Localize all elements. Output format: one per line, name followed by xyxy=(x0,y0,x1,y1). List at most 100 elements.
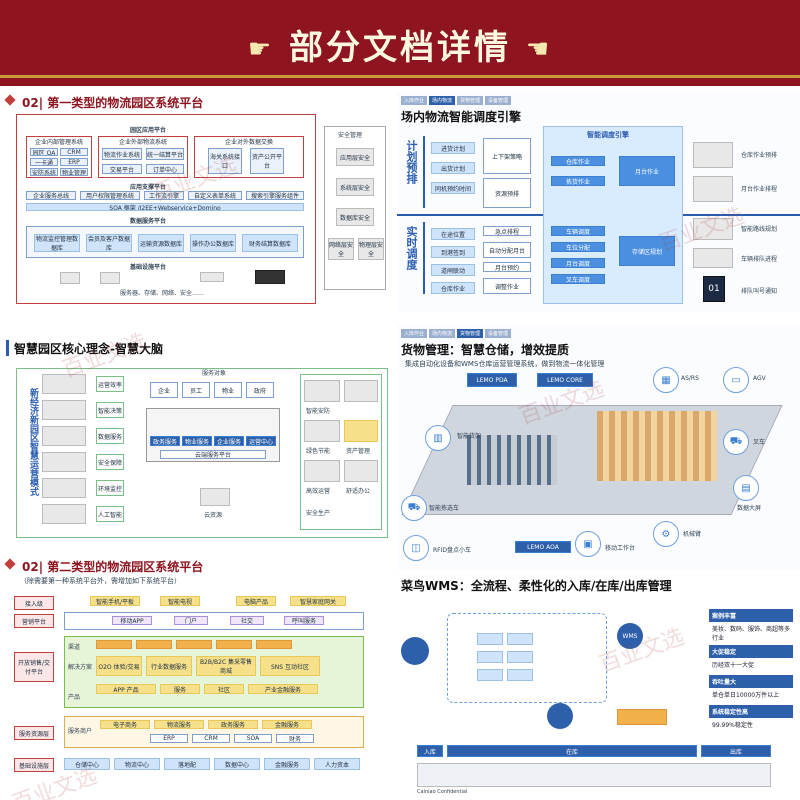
stat-heading: 吞吐量大 xyxy=(709,675,793,688)
preview-page-3[interactable]: 智慧园区核心理念-智慧大脑 新经济新园区智慧运营模式 运营效率 智能决策 数据服… xyxy=(0,328,394,546)
tab-label: 货物管理 xyxy=(457,329,484,338)
storage-icon xyxy=(100,272,120,284)
preview-page-6[interactable]: 菜鸟WMS：全流程、柔性化的入库/在库/出库管理 WMS 案例丰富 美妆、数码、… xyxy=(397,573,800,800)
section-label: 计划预排 xyxy=(405,140,418,184)
preview-page-2[interactable]: 入库作业 场内物流 货物管理 设备管理 场内物流智能调度引擎 计划预排 实时调度… xyxy=(397,92,800,312)
app-item: 订单中心 xyxy=(146,164,184,174)
right-item: 绿色节能 xyxy=(306,448,331,455)
package-icon xyxy=(617,709,667,725)
flow-stage: 入库 xyxy=(417,745,443,757)
server-icon xyxy=(60,272,80,284)
app-item: 物流作业系统 xyxy=(102,148,142,160)
callout-label: AS/RS xyxy=(681,375,699,382)
app-item: 物业管理 xyxy=(60,168,88,176)
section-tabs: 入库作业 场内物流 货物管理 设备管理 xyxy=(401,96,512,105)
right-item: 智能安防 xyxy=(306,408,331,415)
access-item: 电脑产品 xyxy=(236,596,276,606)
photo-thumbnail xyxy=(42,426,86,446)
shelf-icon: ▥ xyxy=(425,425,451,451)
photo-thumbnail xyxy=(344,380,378,402)
footer-text: Cainiao Confidential xyxy=(417,789,468,795)
security-item: 系统层安全 xyxy=(336,178,374,196)
database-item: 财务结算数据库 xyxy=(242,234,298,252)
photo-thumbnail xyxy=(344,420,378,442)
stat-block: 吞吐量大 单仓单日10000万件以上 xyxy=(709,675,793,701)
center-top-item: 政府 xyxy=(246,382,274,398)
row-label: 渠道 xyxy=(68,644,81,651)
platform-frame xyxy=(16,114,316,304)
header-banner: ☛ 部分文档详情 ☚ xyxy=(0,0,800,86)
soa-bar: SOA 框架 /J2EE+Webservice+Domino xyxy=(26,203,304,211)
right-item: 月台作业排程 xyxy=(741,186,778,193)
support-item: 自定义表单系统 xyxy=(188,191,242,200)
engine-item: 月台作业 xyxy=(619,156,675,186)
left-label: 营销平台 xyxy=(14,614,54,628)
asrs-icon: ▦ xyxy=(653,367,679,393)
preview-page-4[interactable]: 入库作业 场内物流 货物管理 设备管理 货物管理：智慧仓储，增效提质 集成自动化… xyxy=(397,325,800,570)
engine-item: 车辆调度 xyxy=(551,226,605,236)
process-node xyxy=(477,633,503,645)
engine-item: 拣货作业 xyxy=(551,176,605,186)
support-item: 工作流引擎 xyxy=(144,191,184,200)
app-item: 资产公开平台 xyxy=(250,148,284,174)
stat-block: 系统稳定性高 99.99%稳定性 xyxy=(709,705,793,731)
access-item: 智能电视 xyxy=(160,596,200,606)
access-item: 智能手机/平板 xyxy=(90,596,140,606)
photo-thumbnail xyxy=(42,400,86,420)
forklift-icon: ⛟ xyxy=(723,429,749,455)
tab-label: 场内物流 xyxy=(429,329,456,338)
right-item: 高效运营 xyxy=(306,488,331,495)
process-node xyxy=(507,669,533,681)
system-item: ERP xyxy=(150,734,188,743)
resource-item: 金融服务 xyxy=(262,720,312,729)
channel-item xyxy=(136,640,172,649)
callout-label: 移动工作台 xyxy=(605,545,636,552)
security-item: 物理层安全 xyxy=(358,238,384,260)
marketing-item: 社交 xyxy=(230,616,264,625)
sorting-area xyxy=(467,435,557,485)
preview-page-5[interactable]: 02| 第二类型的物流园区系统平台 （除需要第一种系统平台外，需增加如下系统平台… xyxy=(0,556,394,800)
divider xyxy=(423,222,425,294)
callout-label: 机械臂 xyxy=(683,531,702,538)
source-node xyxy=(401,637,429,665)
queue-number-display: 01 xyxy=(703,276,725,302)
preview-page-1[interactable]: 02| 第一类型的物流园区系统平台 园区应用平台 企业内部管理系统 企业外部物流… xyxy=(0,92,394,312)
process-node xyxy=(507,633,533,645)
infra-item: 仓储中心 xyxy=(64,758,110,770)
database-item: 物流监控管理数据库 xyxy=(34,234,80,252)
photo-thumbnail xyxy=(304,420,340,442)
plan-item: 同机预约时间 xyxy=(431,182,475,194)
channel-item xyxy=(216,640,252,649)
product-item: 服务 xyxy=(160,684,200,694)
process-area xyxy=(447,613,607,703)
security-title: 安全管理 xyxy=(338,132,363,139)
app-item: CRM xyxy=(60,148,88,156)
infra-item: 金融服务 xyxy=(264,758,310,770)
stat-detail: 美妆、数码、服饰、商超等多行业 xyxy=(712,626,791,642)
marketing-item: 呼叫服务 xyxy=(284,616,324,625)
title-accent xyxy=(6,340,9,356)
engine-item: 月台调度 xyxy=(551,258,605,268)
solution-item: B2B/B2C 集采零售商城 xyxy=(196,656,256,676)
center-row-item: 政务服务 xyxy=(150,436,180,446)
pointing-hand-left-icon: ☛ xyxy=(247,34,275,65)
plan-item: 进货计划 xyxy=(431,142,475,154)
center-title: 服务对象 xyxy=(202,370,227,377)
app-item: 安防系统 xyxy=(30,168,58,176)
left-item: 智能决策 xyxy=(96,402,124,418)
warehouse-floor xyxy=(401,405,783,515)
center-node xyxy=(547,703,573,729)
channel-item xyxy=(96,640,132,649)
center-row-item: 运营中心 xyxy=(246,436,276,446)
callout-label: 数据大屏 xyxy=(737,505,762,512)
callout-label: 叉车 xyxy=(753,439,766,446)
marketing-item: 门户 xyxy=(174,616,208,625)
screen-thumbnail xyxy=(693,142,733,168)
right-item: 仓库作业预排 xyxy=(741,152,778,159)
center-top-item: 物业 xyxy=(214,382,242,398)
right-item: 舒适办公 xyxy=(346,488,371,495)
row-label: 服务商户 xyxy=(68,728,93,735)
network-device-icon xyxy=(200,272,224,282)
process-node xyxy=(507,651,533,663)
process-node xyxy=(477,669,503,681)
